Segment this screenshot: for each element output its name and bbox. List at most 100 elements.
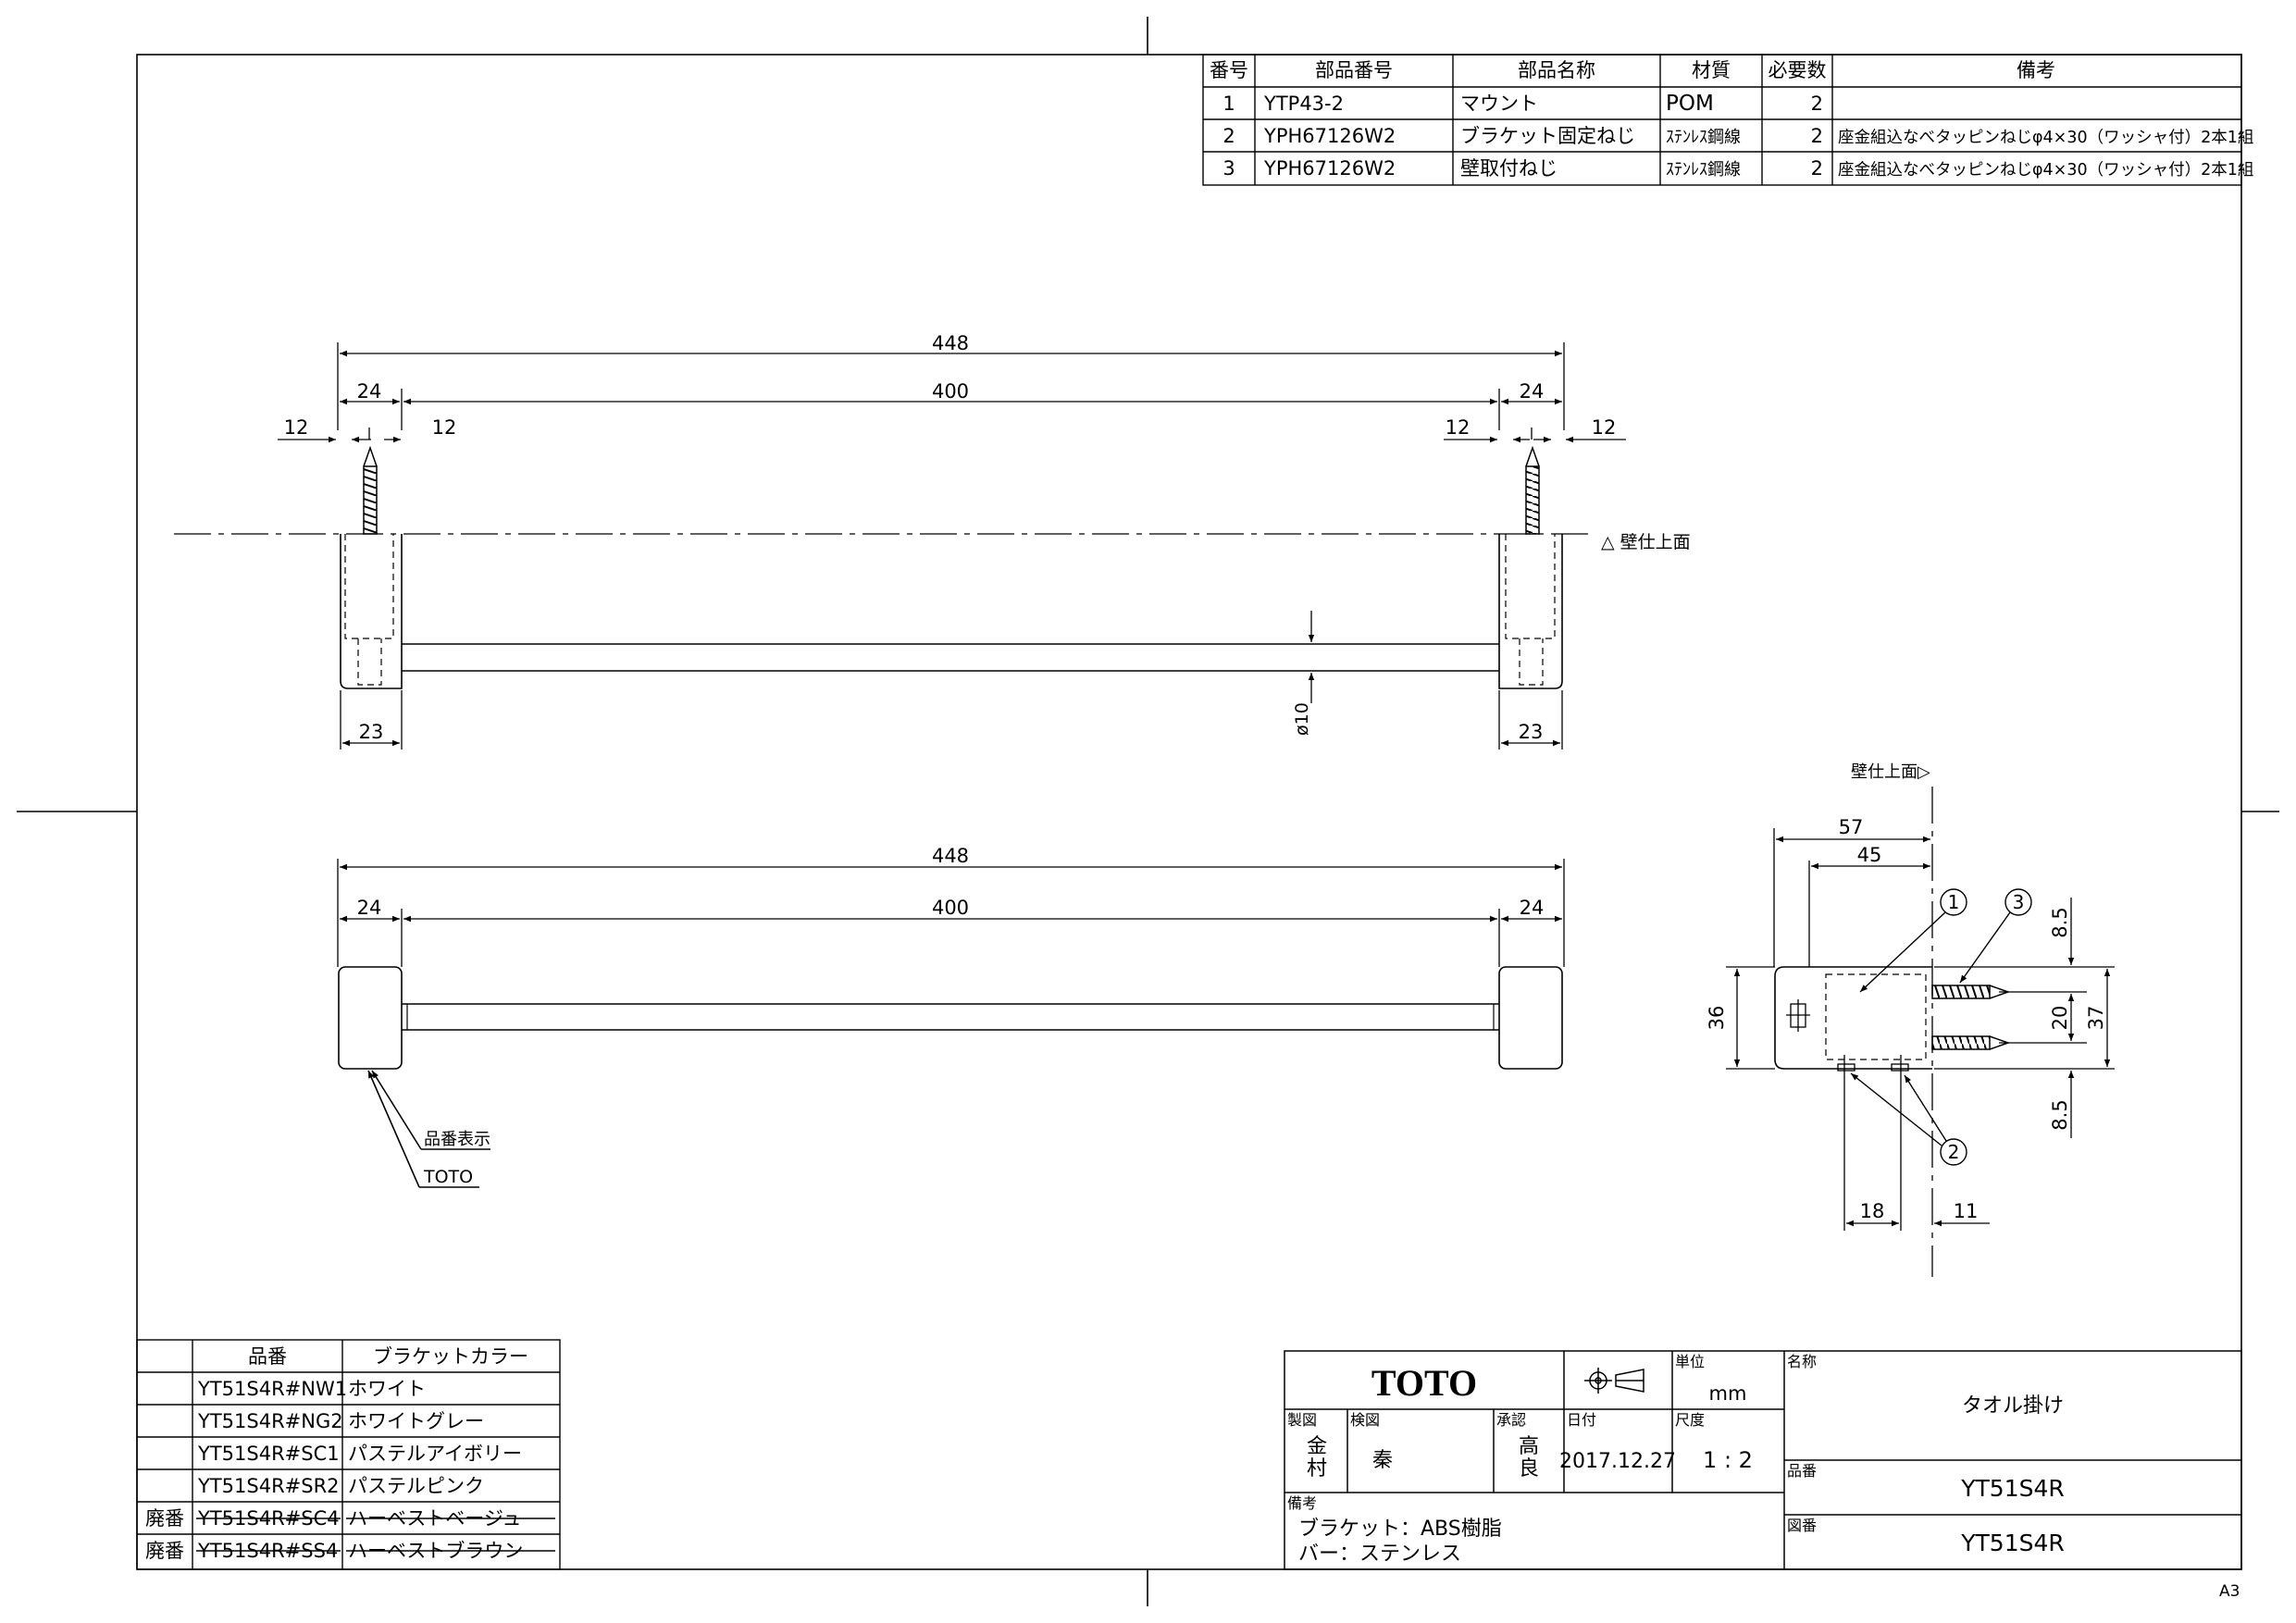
sheet-size: A3 xyxy=(2219,1582,2240,1601)
color-header-code: 品番 xyxy=(248,1345,287,1368)
dim-24-left-top: 24 xyxy=(357,380,382,403)
parts-header-no: 番号 xyxy=(1210,59,1248,81)
checked-by: 秦 xyxy=(1372,1449,1393,1472)
bracket-left-top xyxy=(340,534,403,689)
date-label: 日付 xyxy=(1567,1411,1596,1429)
color-row1-color: ホワイト xyxy=(348,1378,426,1400)
dim-12-b: 12 xyxy=(432,416,457,439)
part-no-value: YT51S4R xyxy=(1960,1475,2065,1502)
wall-screw-upper xyxy=(1931,985,1991,999)
parts-row3-no: 3 xyxy=(1222,157,1235,180)
frame xyxy=(17,17,2279,1606)
parts-header-qty: 必要数 xyxy=(1769,59,1827,81)
company-logo: TOTO xyxy=(1371,1362,1477,1404)
parts-row2-qty: 2 xyxy=(1811,125,1823,147)
parts-header-material: 材質 xyxy=(1692,59,1731,81)
dim-24-right-front: 24 xyxy=(1520,897,1545,919)
parts-header-name: 部品名称 xyxy=(1518,59,1595,81)
color-row4-code: YT51S4R#SR2 xyxy=(197,1475,340,1497)
bracket-right-top xyxy=(1498,534,1563,689)
color-row5-prefix: 廃番 xyxy=(145,1507,184,1530)
color-row3-code: YT51S4R#SC1 xyxy=(197,1443,340,1465)
callout-3-label: 3 xyxy=(2013,891,2025,913)
parts-header-remarks: 備考 xyxy=(2017,59,2055,81)
callout-2-label: 2 xyxy=(1948,1141,1960,1163)
remarks-line2: バー：ステンレス xyxy=(1298,1542,1461,1566)
screw-bottom-head-1 xyxy=(1837,1063,1855,1072)
approved-label: 承認 xyxy=(1496,1411,1526,1429)
callout-1-label: 1 xyxy=(1948,891,1960,913)
drawing-no-value: YT51S4R xyxy=(1960,1530,2065,1556)
dim-12-d: 12 xyxy=(1592,416,1617,439)
parts-table: 番号 部品番号 部品名称 材質 必要数 備考 1 YTP43-2 マウント PO… xyxy=(1202,54,2253,186)
color-table: 品番 ブラケットカラー YT51S4R#NW1 ホワイト YT51S4R#NG2… xyxy=(136,1339,561,1570)
dim-448-front: 448 xyxy=(932,845,969,867)
wall-screw-lower xyxy=(1931,1035,1991,1050)
dim-20: 20 xyxy=(2049,1006,2071,1031)
color-row2-code: YT51S4R#NG2 xyxy=(197,1410,343,1432)
dim-23-right: 23 xyxy=(1519,721,1544,743)
dim-24-right-top: 24 xyxy=(1520,380,1545,403)
part-no-label: 品番 xyxy=(1787,1462,1817,1480)
dim-8-5-top: 8.5 xyxy=(2049,907,2071,937)
scale-label: 尺度 xyxy=(1675,1411,1705,1429)
dim-57: 57 xyxy=(1839,816,1864,838)
parts-header-partno: 部品番号 xyxy=(1315,59,1393,81)
label-part-number-display: 品番表示 xyxy=(424,1130,490,1149)
color-row1-code: YT51S4R#NW1 xyxy=(197,1378,347,1400)
screw-right-top xyxy=(1525,465,1540,535)
parts-row3-partno: YPH67126W2 xyxy=(1263,157,1396,180)
date-value: 2017.12.27 xyxy=(1559,1450,1676,1473)
parts-row2-material: ｽﾃﾝﾚｽ鋼線 xyxy=(1666,128,1741,147)
dim-23-left: 23 xyxy=(359,721,384,743)
parts-row3-qty: 2 xyxy=(1811,157,1823,180)
approved-by: 高良 xyxy=(1519,1435,1539,1481)
color-row2-color: ホワイトグレー xyxy=(348,1410,484,1432)
name-label: 名称 xyxy=(1787,1353,1817,1370)
drawn-by: 金村 xyxy=(1307,1435,1327,1481)
dim-37: 37 xyxy=(2085,1006,2107,1031)
parts-row1-partno: YTP43-2 xyxy=(1263,93,1344,115)
dim-12-a: 12 xyxy=(284,416,309,439)
dim-11: 11 xyxy=(1954,1200,1979,1222)
parts-row3-name: 壁取付ねじ xyxy=(1460,157,1558,180)
parts-row1-no: 1 xyxy=(1222,93,1235,115)
drawing-no-label: 図番 xyxy=(1787,1517,1817,1534)
dim-8-5-bottom: 8.5 xyxy=(2049,1099,2071,1130)
wall-label-side: 壁仕上面▷ xyxy=(1851,762,1930,782)
remarks-label: 備考 xyxy=(1287,1494,1317,1512)
parts-row2-no: 2 xyxy=(1222,125,1235,147)
title-block: TOTO 単位 製図 検図 承認 日付 尺度 名称 品番 図番 備考 mm 金村… xyxy=(1284,1350,2242,1570)
dim-12-c: 12 xyxy=(1446,416,1471,439)
callout-1-circle xyxy=(1940,888,1967,916)
label-toto-brand: TOTO xyxy=(423,1167,473,1187)
remarks-line1: ブラケット：ABS樹脂 xyxy=(1298,1518,1502,1541)
parts-row3-remarks: 座金組込なべタッピンねじφ4×30（ワッシャ付）2本1組 xyxy=(1838,161,2253,180)
dim-24-left-front: 24 xyxy=(357,897,382,919)
scale-value: 1 : 2 xyxy=(1703,1447,1753,1473)
color-row4-color: パステルピンク xyxy=(348,1475,484,1497)
dim-36: 36 xyxy=(1706,1006,1728,1031)
side-view: 壁仕上面▷ 57 xyxy=(1706,762,2115,1277)
unit-value: mm xyxy=(1709,1382,1747,1405)
parts-row2-name: ブラケット固定ねじ xyxy=(1460,125,1635,147)
color-row6-prefix: 廃番 xyxy=(145,1540,184,1562)
front-view: 448 400 24 24 品番表示 TOTO xyxy=(337,845,1565,1188)
dim-diameter: ø10 xyxy=(1292,702,1312,736)
name-value: タオル掛け xyxy=(1962,1394,2064,1418)
drawn-label: 製図 xyxy=(1287,1411,1317,1429)
mount-hidden xyxy=(1825,973,1927,1060)
bracket-left-front xyxy=(338,966,403,1070)
screw-bottom-head-2 xyxy=(1891,1063,1909,1072)
parts-row1-qty: 2 xyxy=(1811,93,1823,115)
color-row3-color: パステルアイボリー xyxy=(348,1443,522,1465)
parts-row1-name: マウント xyxy=(1460,93,1538,115)
parts-row1-material: POM xyxy=(1666,92,1714,116)
bracket-side xyxy=(1774,966,1932,1070)
checked-label: 検図 xyxy=(1350,1411,1380,1429)
parts-row2-remarks: 座金組込なべタッピンねじφ4×30（ワッシャ付）2本1組 xyxy=(1838,129,2253,147)
dim-448-top: 448 xyxy=(932,332,969,354)
callout-3-circle xyxy=(2004,888,2032,916)
dim-45: 45 xyxy=(1857,844,1882,866)
